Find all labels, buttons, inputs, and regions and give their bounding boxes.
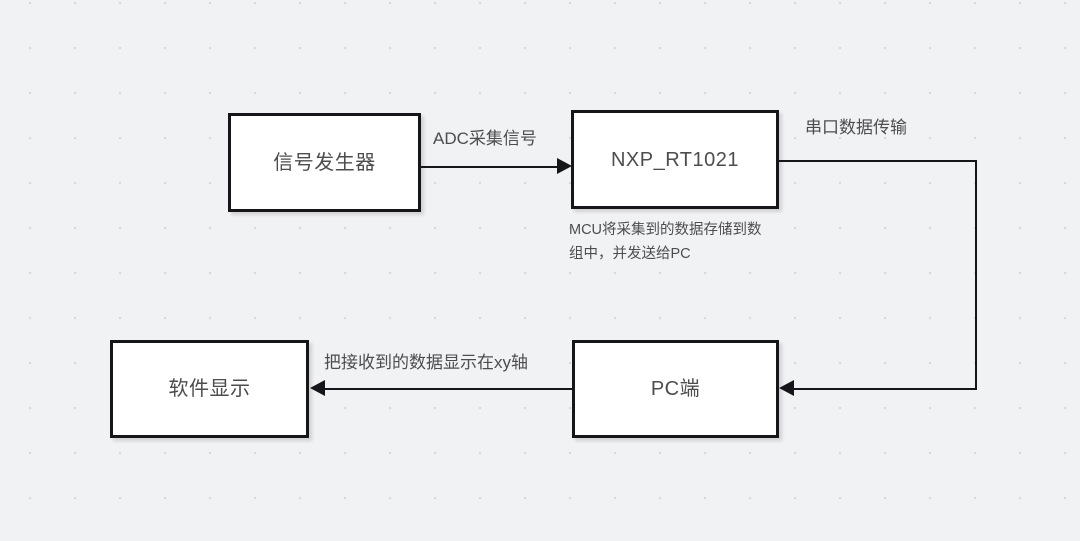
edge-adc-capture-arrowhead (557, 158, 572, 174)
node-pc-side-label: PC端 (650, 378, 701, 400)
edge-adc-capture-line (421, 166, 559, 168)
node-pc-side[interactable]: PC端 (572, 340, 779, 438)
node-nxp-rt1021-label: NXP_RT1021 (610, 148, 740, 171)
edge-serial-transfer-segment-bottom (793, 388, 977, 390)
edge-serial-transfer-segment-right (975, 160, 977, 389)
note-mcu-line-2: 组中，并发送给PC (569, 245, 691, 262)
node-software-display-label: 软件显示 (168, 378, 251, 400)
note-mcu: MCU将采集到的数据存储到数 组中，并发送给PC (569, 219, 791, 267)
node-software-display[interactable]: 软件显示 (110, 340, 309, 438)
edge-serial-transfer-arrowhead (779, 380, 794, 396)
edge-xy-display-arrowhead (310, 380, 325, 396)
note-mcu-line-1: MCU将采集到的数据存储到数 (569, 222, 762, 238)
edge-xy-display-label: 把接收到的数据显示在xy轴 (324, 353, 528, 372)
edge-serial-transfer-label: 串口数据传输 (805, 118, 907, 137)
node-signal-generator-label: 信号发生器 (273, 151, 376, 174)
edge-adc-capture-label: ADC采集信号 (433, 129, 537, 148)
node-nxp-rt1021[interactable]: NXP_RT1021 (571, 110, 779, 209)
node-signal-generator[interactable]: 信号发生器 (228, 113, 421, 212)
edge-xy-display-line (324, 388, 572, 390)
edge-serial-transfer-segment-top (779, 160, 977, 162)
